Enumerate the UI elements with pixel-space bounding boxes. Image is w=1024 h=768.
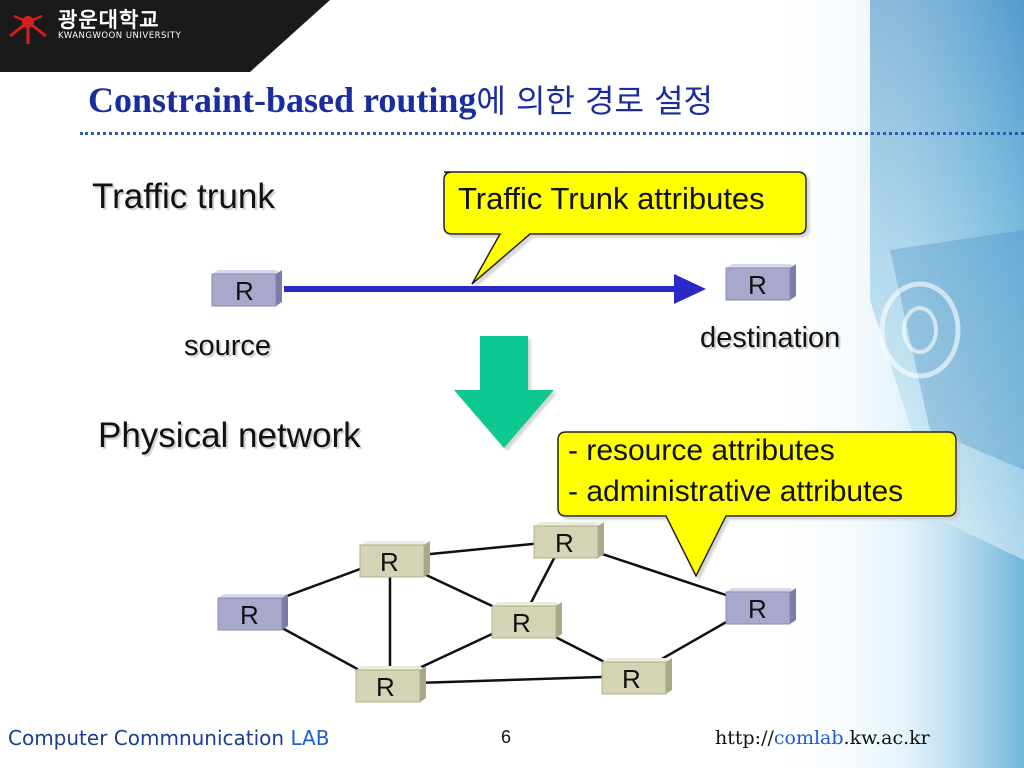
callout-trunk-text: Traffic Trunk attributes [458,181,765,216]
callout-resource-text: - resource attributes [568,434,835,467]
footer-url-suffix: .kw.ac.kr [843,727,930,749]
router-destination [725,264,796,301]
router-net-bottom-left [355,666,426,703]
router-label: R [748,270,767,300]
router-label: R [748,594,767,624]
logo-korean-text: 광운대학교 [58,8,160,32]
callout-network-attributes [557,431,957,578]
callout-admin-text: - administrative attributes [568,475,904,508]
router-label: R [380,547,399,577]
router-net-center [491,602,562,639]
footer-url-highlight: comlab [773,727,844,749]
router-label: R [240,600,259,630]
footer-lab-prefix: Computer Commnunication [8,726,291,750]
router-net-right [725,588,796,625]
destination-label: destination [700,322,841,354]
down-arrow [454,336,554,448]
footer-lab-name: Computer Commnunication LAB [8,726,329,750]
router-label: R [512,608,531,638]
university-logo-icon [9,14,47,44]
physical-network-label: Physical network [98,416,361,455]
router-source [211,270,282,307]
title-divider [80,132,1024,135]
footer-lab-suffix: LAB [290,726,330,750]
slide-title: Constraint-based routing에 의한 경로 설정 [88,76,713,122]
traffic-trunk-label: Traffic trunk [92,177,275,216]
router-label: R [622,664,641,694]
traffic-trunk-arrowhead [674,274,706,304]
router-net-top [533,522,604,559]
router-label: R [555,528,574,558]
logo-english-text: KWANGWOON UNIVERSITY [58,31,182,41]
router-net-top-left [359,541,430,578]
title-latin: Constraint-based routing [88,80,477,120]
footer-url-prefix: http:// [715,727,774,749]
callout-trunk-attributes [443,171,807,285]
source-label: source [184,330,272,362]
router-label: R [235,276,254,306]
router-net-bottom-right [601,658,672,695]
page-number: 6 [501,727,512,747]
router-net-left [217,594,288,631]
router-label: R [376,672,395,702]
title-korean: 에 의한 경로 설정 [476,82,713,120]
footer-url[interactable]: http://comlab.kw.ac.kr [715,727,930,749]
